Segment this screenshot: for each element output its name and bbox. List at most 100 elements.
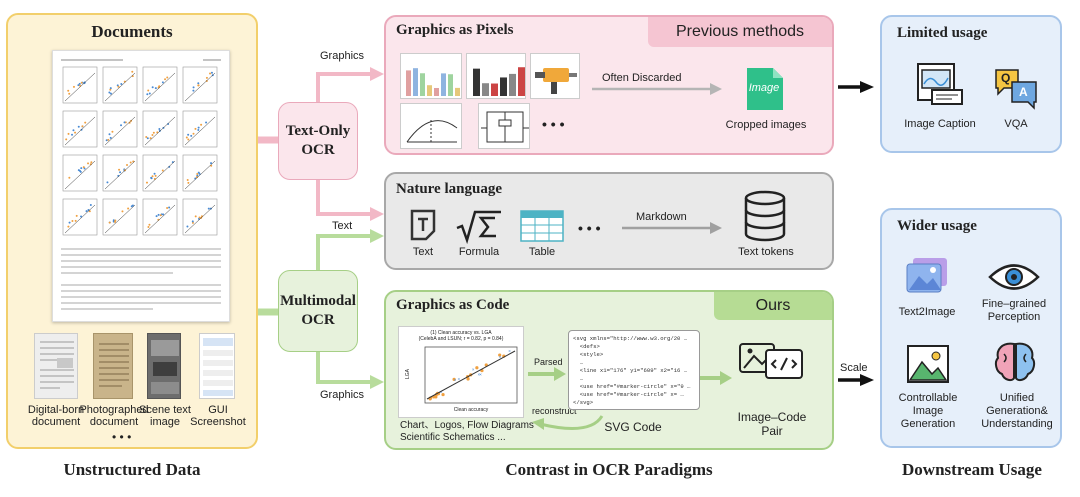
mini-plot-point (210, 71, 213, 74)
graphics-as-pixels-title: Graphics as Pixels (396, 22, 514, 38)
mini-plot-trend (64, 204, 96, 234)
scatter-point (466, 377, 470, 381)
paper-page-drawing (61, 59, 221, 310)
mini-plot-point (131, 204, 134, 207)
mini-plot-point (77, 84, 80, 87)
mini-plot-point (154, 87, 157, 90)
scatter-chart-svg: ××××××××× (424, 346, 518, 404)
mini-plot-point (118, 168, 121, 171)
mini-plot-point (192, 86, 195, 89)
mini-plot-point (126, 163, 129, 166)
mini-plot-trend (184, 72, 216, 102)
thumb-label-scene: Scene text image (139, 404, 191, 428)
mini-plot-point (77, 125, 80, 128)
fine-grained-label: Fine–grained Perception (981, 298, 1047, 323)
edge-label-text: Text (332, 220, 353, 232)
photographed-document-thumb (93, 333, 133, 399)
mini-plot-point (191, 220, 194, 223)
mini-plot-point (161, 169, 164, 172)
unstructured-data-footer: Unstructured Data (63, 460, 201, 479)
image-caption-icon (916, 62, 964, 108)
mini-plot-point (108, 221, 111, 224)
mini-plot-point (68, 221, 71, 224)
mini-plot-frame (62, 154, 98, 192)
multimodal-ocr-box (278, 270, 358, 352)
parsed-label: Parsed (534, 357, 563, 367)
image-code-pair-label: Image–Code Pair (737, 410, 807, 438)
ours-label: Ours (755, 297, 791, 314)
mini-plot-point (119, 171, 122, 174)
pixels-more: • • • (542, 116, 565, 132)
mini-plot-point (151, 86, 154, 89)
mini-plot-point (197, 129, 200, 132)
nature-label-text: Text (412, 246, 434, 258)
scatter-point: × (478, 372, 481, 377)
mini-plot-point (106, 181, 109, 184)
mini-plot-point (147, 225, 150, 228)
mini-plot-point (186, 178, 189, 181)
thumb-bar (455, 87, 460, 96)
thumb-bar (473, 68, 480, 96)
mini-plot-point (112, 219, 115, 222)
mini-plot-trend (144, 116, 176, 146)
nature-label-table: Table (528, 246, 556, 258)
mini-plot-point (151, 133, 154, 136)
text-doc-icon (409, 209, 437, 241)
mini-plot-point (89, 204, 92, 207)
mini-plot-point (209, 72, 212, 75)
thumb-bar (441, 73, 446, 96)
mini-plot-point (85, 210, 88, 213)
mini-plot-point (71, 133, 74, 136)
mini-plot-point (109, 136, 112, 139)
mini-plot-point (164, 78, 167, 81)
mini-plot-frame (182, 198, 218, 236)
edge-label-graphics-top: Graphics (320, 50, 365, 62)
thumb-bar (509, 73, 516, 96)
mini-plot-point (167, 122, 170, 125)
mini-plot-point (197, 84, 200, 87)
mini-plot-point (151, 175, 154, 178)
mini-plot-point (194, 215, 197, 218)
mini-plot-frame (142, 198, 178, 236)
mini-plot-point (154, 174, 157, 177)
mini-plot-point (72, 129, 75, 132)
mini-plot-point (111, 130, 114, 133)
mini-plot-point (105, 139, 108, 142)
thumb-bar (434, 87, 439, 96)
scatter-point: × (440, 390, 443, 395)
wider-usage-title: Wider usage (897, 218, 977, 234)
thumb-bar (448, 74, 453, 96)
scatter-point: × (479, 372, 482, 377)
mini-plot-point (145, 135, 148, 138)
mini-plot-point (84, 121, 87, 124)
thumb-label-gui: GUI Screenshot (190, 404, 246, 428)
mini-plot-frame (62, 198, 98, 236)
scale-label: Scale (840, 362, 868, 374)
markdown-label: Markdown (636, 211, 687, 223)
wider-usage-panel (880, 208, 1062, 448)
nature-label-formula: Formula (458, 246, 500, 258)
thumb-bar (413, 68, 418, 96)
mini-plot-trend (104, 160, 136, 190)
mini-plot-point (161, 81, 164, 84)
mini-plot-point (80, 215, 83, 218)
mini-plot-frame (142, 154, 178, 192)
brain-icon (992, 340, 1038, 384)
edge-label-graphics-bottom: Graphics (320, 389, 365, 401)
scatter-point (452, 377, 456, 381)
mini-plot-point (81, 125, 84, 128)
paper-page-image (52, 50, 230, 322)
multimodal-ocr-label: Multimodal OCR (280, 293, 356, 328)
mini-plot-frame (102, 110, 138, 148)
nature-language-panel (384, 172, 834, 270)
thumb-bar (482, 83, 489, 96)
mini-plot-point (210, 162, 213, 165)
mini-plot-frame (62, 110, 98, 148)
mini-plot-point (88, 210, 91, 213)
scatter-chart-title: (1) Clean accuracy vs. LGA (CelebA and L… (418, 330, 504, 342)
mini-plot-point (190, 134, 193, 137)
mini-plot-trend (64, 72, 96, 102)
